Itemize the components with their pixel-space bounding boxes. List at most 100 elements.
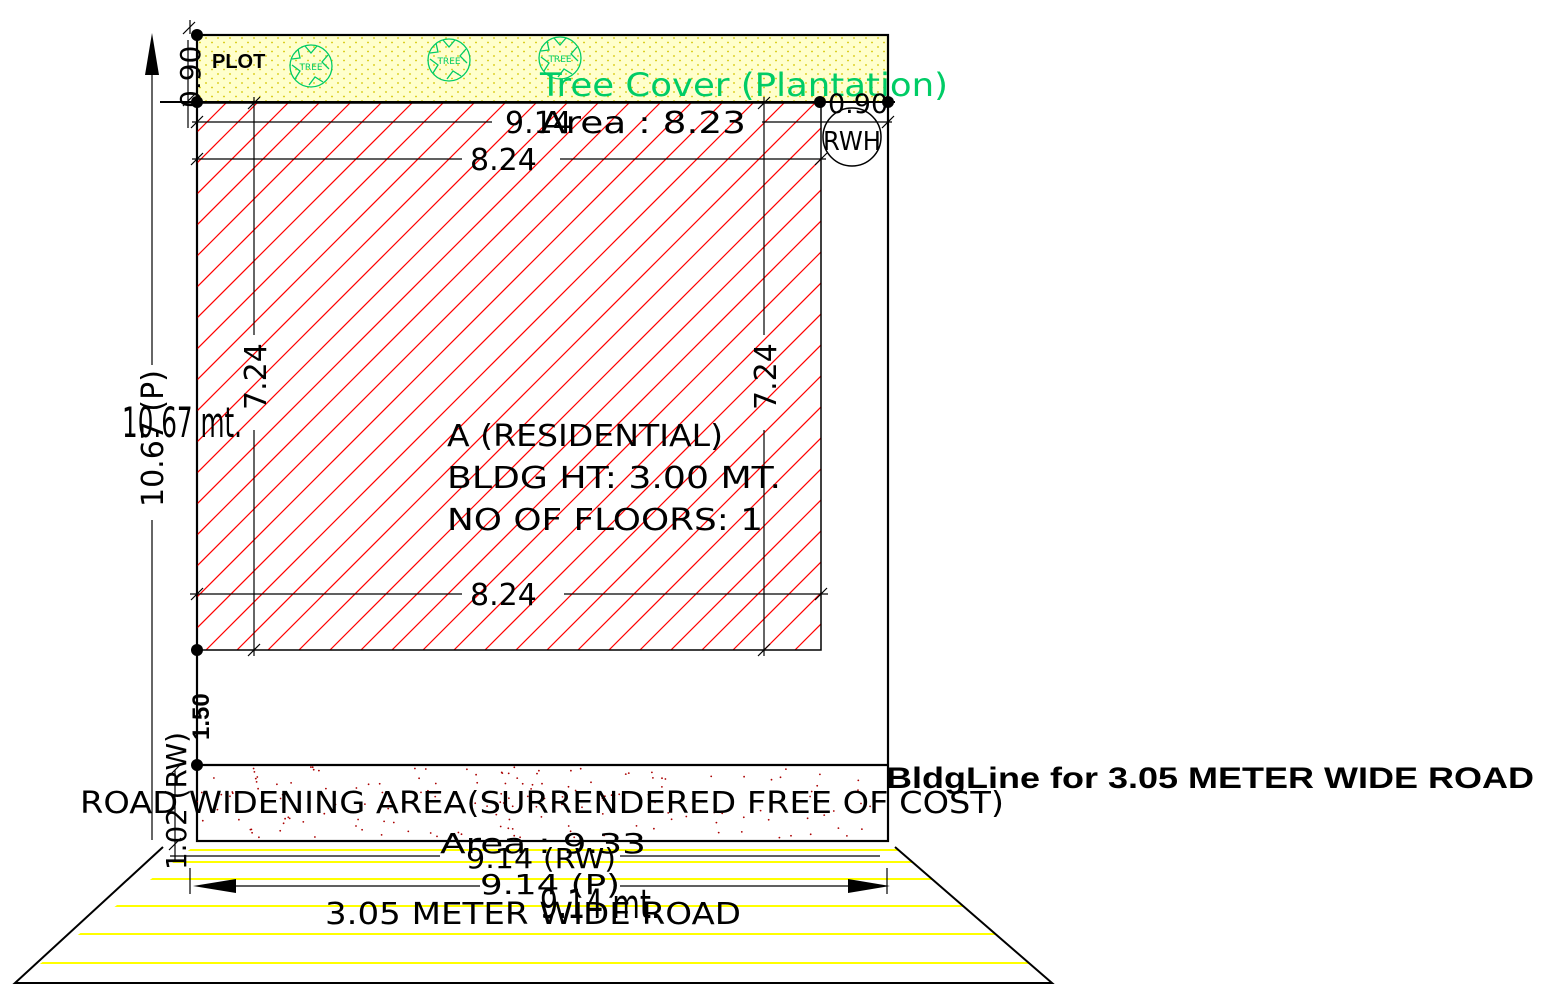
hatch-line <box>360 189 821 650</box>
speckle-dot <box>318 769 320 772</box>
speckle-dot <box>664 778 667 780</box>
hatch-line <box>197 103 475 381</box>
speckle-dot <box>610 794 613 796</box>
plot-label: PLOT <box>212 51 265 73</box>
hatch-line <box>701 530 821 650</box>
speckle-dot <box>604 795 606 798</box>
speckle-dot <box>284 817 286 820</box>
hatch-line <box>329 158 821 650</box>
building-height-label: BLDG HT: 3.00 MT. <box>447 461 781 496</box>
hatch-line <box>0 103 71 650</box>
speckle-dot <box>635 825 638 827</box>
front-setback-dimension: 1.50 <box>188 693 215 740</box>
speckle-dot <box>823 814 826 816</box>
speckle-dot <box>288 817 291 820</box>
building-use-label: A (RESIDENTIAL) <box>447 419 723 454</box>
tree-cover-label: Tree Cover (Plantation) <box>539 66 948 104</box>
speckle-dot <box>581 806 583 809</box>
speckle-dot <box>249 828 252 831</box>
speckle-dot <box>837 827 840 829</box>
speckle-dot <box>569 830 572 833</box>
speckle-dot <box>561 796 564 798</box>
plot-depth-dimension: 10.67 (P) <box>136 370 171 507</box>
speckle-dot <box>767 818 770 821</box>
speckle-dot <box>751 795 754 798</box>
floors-label: NO OF FLOORS: 1 <box>447 503 763 538</box>
hatch-line <box>197 103 413 319</box>
tree-3: TREE <box>538 36 582 80</box>
speckle-dot <box>499 825 502 828</box>
speckle-dot <box>420 791 422 794</box>
speckle-dot <box>197 800 198 803</box>
speckle-dot <box>567 785 570 788</box>
speckle-dot <box>253 771 256 773</box>
speckle-dot <box>499 801 502 804</box>
speckle-dot <box>387 807 390 810</box>
speckle-dot <box>602 799 605 802</box>
speckle-dot <box>254 777 257 780</box>
speckle-dot <box>475 773 477 776</box>
hatch-line <box>205 103 754 650</box>
speckle-dot <box>790 834 792 837</box>
hatch-line <box>267 103 816 650</box>
hatch-line <box>197 103 506 412</box>
speckle-dot <box>601 813 604 815</box>
hatch-line <box>197 103 661 567</box>
speckle-dot <box>567 825 570 827</box>
speckle-dot <box>570 769 572 772</box>
speckle-dot <box>229 795 231 798</box>
speckle-dot <box>809 795 811 798</box>
hatch-line <box>0 103 9 650</box>
speckle-dot <box>809 833 812 836</box>
hatch-line <box>639 468 821 650</box>
rwh-label: RWH <box>823 127 881 157</box>
hatch-line <box>608 437 821 650</box>
speckle-dot <box>311 766 314 769</box>
hatch-line <box>0 103 40 650</box>
speckle-dot <box>361 828 363 831</box>
rw-width-dimension: 9.14 (RW) <box>466 842 616 875</box>
speckle-dot <box>355 825 357 827</box>
rear-strip-dimension: 0.90 <box>174 46 207 108</box>
speckle-dot <box>535 805 538 808</box>
speckle-dot <box>670 818 673 821</box>
speckle-dot <box>434 782 437 785</box>
hatch-line <box>197 103 444 350</box>
hatch-line <box>670 499 821 650</box>
speckle-dot <box>713 811 716 814</box>
building-depth-left: 7.24 <box>239 343 274 410</box>
speckle-dot <box>526 795 529 798</box>
speckle-dot <box>810 790 813 793</box>
speckle-dot <box>846 835 848 837</box>
speckle-dot <box>759 809 762 812</box>
speckle-dot <box>383 820 385 823</box>
speckle-dot <box>381 791 384 794</box>
speckle-dot <box>504 782 507 785</box>
hatch-line <box>197 103 568 474</box>
speckle-dot <box>457 831 460 834</box>
hatch-line <box>197 103 227 133</box>
hatch-line <box>453 282 821 650</box>
speckle-dot <box>310 766 312 768</box>
speckle-dot <box>819 773 821 776</box>
hatch-line <box>391 220 821 650</box>
speckle-dot <box>603 834 605 837</box>
speckle-dot <box>860 802 862 805</box>
speckle-dot <box>439 791 442 793</box>
speckle-dot <box>287 816 290 819</box>
speckle-dot <box>251 831 254 834</box>
hatch-line <box>197 103 599 505</box>
tree-2: TREE <box>427 38 471 82</box>
speckle-dot <box>256 776 259 778</box>
speckle-dot <box>231 791 234 793</box>
speckle-dot <box>816 784 819 787</box>
speckle-dot <box>779 776 782 779</box>
speckle-dot <box>502 802 505 804</box>
speckle-dot <box>474 802 477 805</box>
speckle-dot <box>486 805 488 807</box>
speckle-dot <box>618 793 621 796</box>
building-depth-right: 7.24 <box>749 343 784 410</box>
hatch-line <box>236 103 785 650</box>
hatch-line <box>577 406 821 650</box>
